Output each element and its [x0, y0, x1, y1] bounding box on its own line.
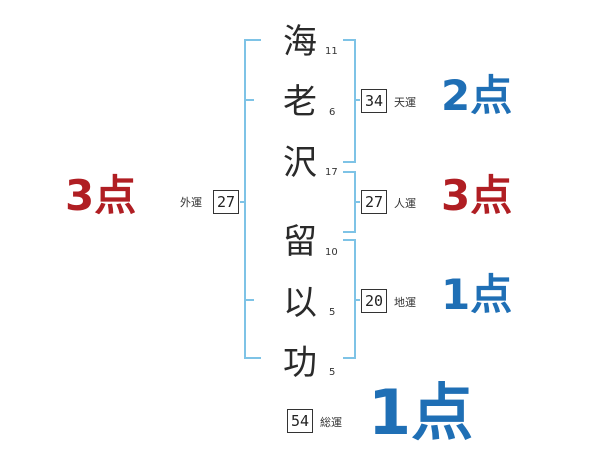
name-char-5: 以 — [283, 283, 317, 323]
tenun-score: 2点 — [441, 71, 513, 120]
name-char-2: 老 — [283, 82, 317, 122]
name-char-4: 留 — [283, 222, 317, 262]
name-char-1: 海 — [283, 22, 317, 62]
name-char-3: 沢 — [283, 143, 317, 183]
tenun-value: 34 — [361, 89, 387, 113]
souun-value: 54 — [287, 409, 313, 433]
name-char-6: 功 — [283, 343, 317, 383]
stroke-count-5: 5 — [329, 307, 336, 318]
jinun-label: 人運 — [394, 197, 416, 210]
souun-label: 総運 — [320, 416, 342, 429]
gaiun-bracket — [244, 39, 261, 359]
jinun-bracket — [343, 171, 356, 233]
stroke-count-4: 10 — [325, 247, 338, 258]
jinun-score: 3点 — [441, 171, 513, 220]
stroke-count-2: 6 — [329, 107, 336, 118]
gaiun-label: 外運 — [180, 196, 202, 209]
chiun-bracket — [343, 239, 356, 359]
chiun-score: 1点 — [441, 270, 513, 319]
gaiun-score: 3点 — [65, 171, 137, 220]
stroke-count-6: 5 — [329, 367, 336, 378]
souun-score: 1点 — [368, 376, 474, 449]
gaiun-value: 27 — [213, 190, 239, 214]
chiun-value: 20 — [361, 289, 387, 313]
chiun-label: 地運 — [394, 296, 416, 309]
tenun-bracket — [343, 39, 356, 163]
jinun-value: 27 — [361, 190, 387, 214]
stroke-count-1: 11 — [325, 46, 338, 57]
stroke-count-3: 17 — [325, 167, 338, 178]
tenun-label: 天運 — [394, 96, 416, 109]
